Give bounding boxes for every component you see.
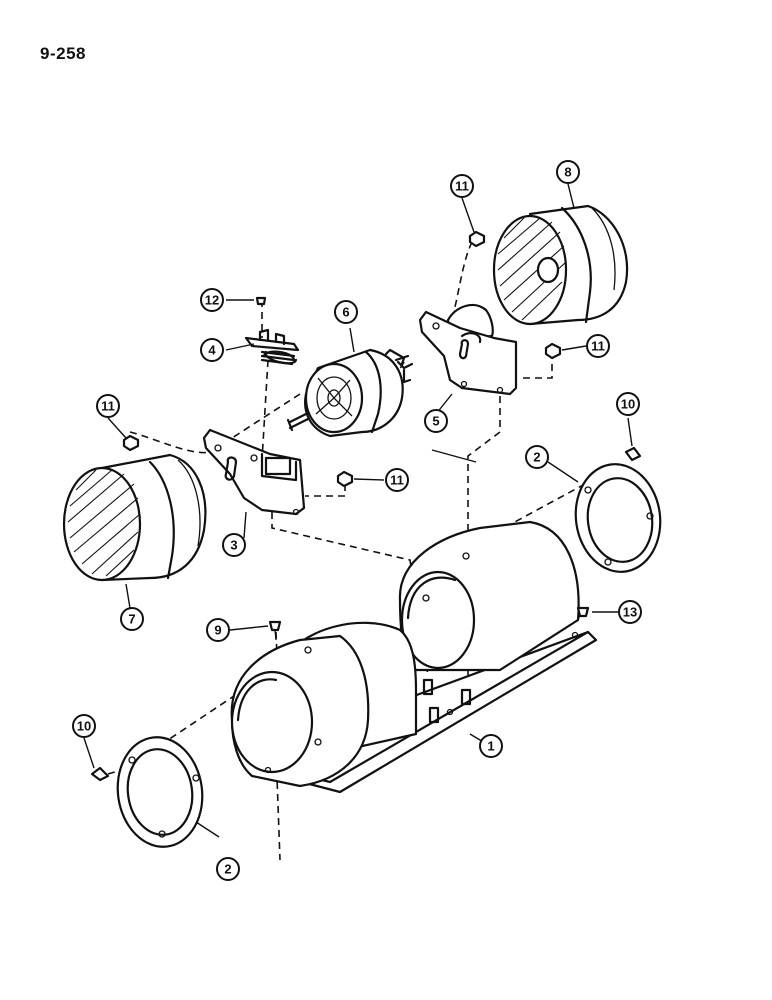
callout-2-rear: 2 [525, 445, 549, 469]
callout-2-front: 2 [216, 857, 240, 881]
svg-text:7: 7 [128, 612, 135, 627]
callout-11-center: 11 [385, 468, 409, 492]
svg-text:13: 13 [623, 605, 637, 620]
callout-4: 4 [200, 338, 224, 362]
nut-11-right-icon [544, 342, 562, 360]
page-number: 9-258 [40, 44, 86, 63]
fasteners [90, 230, 642, 782]
blower-wheel-right [492, 204, 629, 326]
callout-13: 13 [618, 600, 642, 624]
callout-5: 5 [424, 409, 448, 433]
callout-11-right: 11 [586, 334, 610, 358]
callout-3: 3 [222, 533, 246, 557]
callout-6: 6 [334, 300, 358, 324]
svg-text:11: 11 [455, 179, 469, 194]
flange-ring-rear [574, 463, 662, 573]
svg-text:3: 3 [230, 538, 237, 553]
callout-10-lower: 10 [72, 714, 96, 738]
svg-text:2: 2 [224, 862, 231, 877]
svg-text:12: 12 [205, 293, 219, 308]
svg-text:1: 1 [487, 739, 494, 754]
callout-8: 8 [556, 160, 580, 184]
screw-13-icon [576, 606, 590, 618]
leader-lines [83, 183, 633, 838]
callout-7: 7 [120, 607, 144, 631]
svg-text:10: 10 [77, 719, 91, 734]
screw-10-upper-icon [624, 446, 642, 462]
flange-ring-front [116, 736, 204, 848]
svg-text:2: 2 [533, 450, 540, 465]
blower-wheel-left-blades [67, 469, 141, 577]
svg-text:8: 8 [564, 165, 571, 180]
nut-11-top-icon [468, 230, 486, 248]
blower-housing [230, 520, 598, 794]
screw-9-icon [268, 620, 282, 632]
nut-11-left-icon [122, 434, 140, 452]
svg-text:11: 11 [390, 473, 404, 488]
callout-11-left: 11 [96, 394, 120, 418]
callout-12: 12 [200, 288, 224, 312]
callout-1: 1 [479, 734, 503, 758]
svg-text:10: 10 [621, 397, 635, 412]
nut-11-center-icon [336, 470, 354, 488]
screw-10-lower-icon [90, 766, 110, 782]
screw-12-icon [255, 296, 267, 306]
blower-wheel-left [62, 453, 207, 582]
callout-9: 9 [206, 618, 230, 642]
svg-text:11: 11 [591, 339, 605, 354]
svg-text:4: 4 [208, 343, 216, 358]
motor-mount-bracket-left [202, 428, 306, 516]
svg-text:6: 6 [342, 305, 349, 320]
callout-11-top: 11 [450, 174, 474, 198]
callout-10-upper: 10 [616, 392, 640, 416]
motor-mount-bracket-right [418, 303, 518, 396]
svg-text:5: 5 [432, 414, 439, 429]
resistor-assembly [244, 328, 300, 366]
svg-text:11: 11 [101, 399, 115, 414]
blower-motor [286, 348, 414, 438]
svg-text:9: 9 [214, 623, 221, 638]
